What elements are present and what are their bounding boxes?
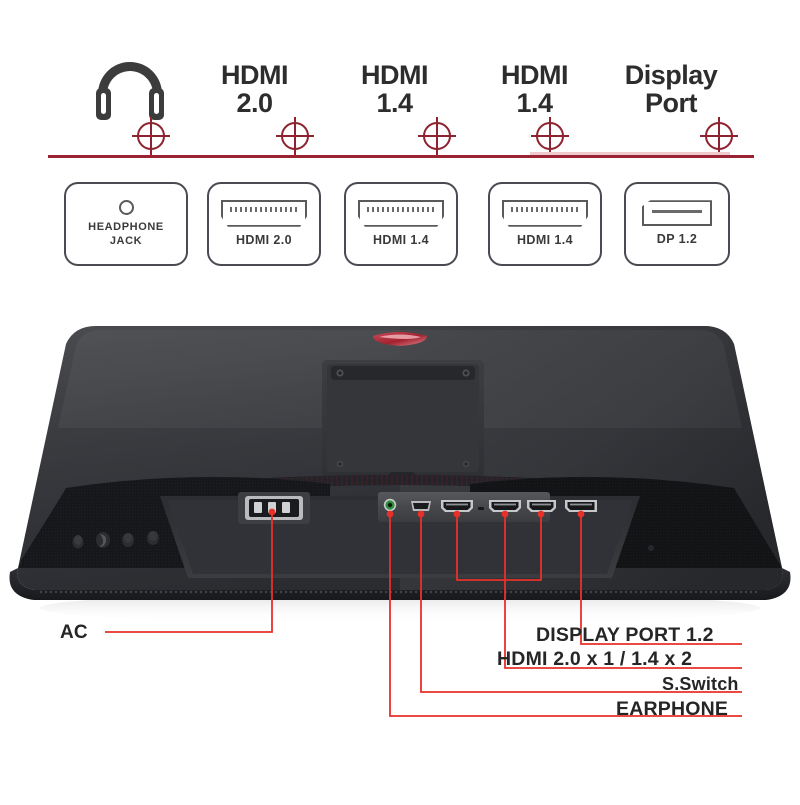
display-port-connector (565, 500, 597, 512)
callout-label-display-port: DISPLAY PORT 1.2 (536, 624, 714, 646)
s-switch-port (411, 501, 431, 511)
displayport-connector-icon (642, 200, 712, 227)
divider-highlight (530, 152, 730, 155)
spec-title-hdmi-14-a: HDMI 1.4 (361, 60, 429, 118)
hdmi-connector-icon (502, 199, 588, 227)
callout-label-s-switch: S.Switch (662, 674, 739, 694)
spec-row: HDMI 2.0 HDMI 1.4 HDMI 1.4 Display Port (0, 52, 800, 157)
crosshair-target-icon-hdmi-14-b (531, 117, 569, 155)
port-card-row: HEADPHONE JACK HDMI 2.0 HDMI 1.4 HDMI 1.… (0, 182, 800, 268)
section-divider (48, 155, 754, 158)
hdmi-connector-icon (221, 199, 307, 227)
port-card-hdmi-14-b: HDMI 1.4 (488, 182, 602, 266)
hdmi-port-3 (527, 500, 556, 512)
callout-label-ac: AC (60, 622, 88, 643)
spec-item-hdmi-20: HDMI 2.0 (192, 52, 317, 152)
spec-title-hdmi-14-b: HDMI 1.4 (501, 60, 569, 118)
port-card-dp-12: DP 1.2 (624, 182, 730, 266)
port-card-headphone-jack: HEADPHONE JACK (64, 182, 188, 266)
spec-item-headphone (70, 52, 190, 152)
port-card-label-hdmi-14-b: HDMI 1.4 (517, 232, 573, 247)
spec-item-hdmi-14-a: HDMI 1.4 (332, 52, 457, 152)
headphone-icon (94, 60, 166, 126)
hdmi-connector-icon (358, 199, 444, 227)
audio-jack-icon (118, 199, 134, 215)
crosshair-target-icon-hdmi-20 (276, 117, 314, 155)
monitor-rear-photo (0, 300, 800, 620)
ac-power-connector (245, 496, 303, 520)
earphone-jack-port (383, 498, 397, 512)
callout-label-hdmi: HDMI 2.0 x 1 / 1.4 x 2 (497, 648, 693, 670)
port-card-hdmi-20: HDMI 2.0 (207, 182, 321, 266)
port-card-label-hdmi-14-a: HDMI 1.4 (373, 232, 429, 247)
spec-item-hdmi-14-b: HDMI 1.4 (472, 52, 597, 152)
spec-title-display-port: Display Port (624, 60, 718, 118)
crosshair-target-icon-headphone (132, 117, 170, 155)
port-card-label-dp-12: DP 1.2 (656, 232, 698, 247)
port-card-label-headphone-jack: HEADPHONE JACK (88, 220, 164, 247)
port-card-label-hdmi-20: HDMI 2.0 (236, 232, 292, 247)
callout-label-earphone: EARPHONE (616, 698, 729, 720)
crosshair-target-icon-hdmi-14-a (418, 117, 456, 155)
crosshair-target-icon-display-port (700, 117, 738, 155)
hdmi-port-1 (441, 500, 473, 512)
spec-item-display-port: Display Port (606, 52, 736, 152)
spec-title-hdmi-20: HDMI 2.0 (221, 60, 289, 118)
hdmi-port-2 (489, 500, 521, 512)
port-card-hdmi-14-a: HDMI 1.4 (344, 182, 458, 266)
